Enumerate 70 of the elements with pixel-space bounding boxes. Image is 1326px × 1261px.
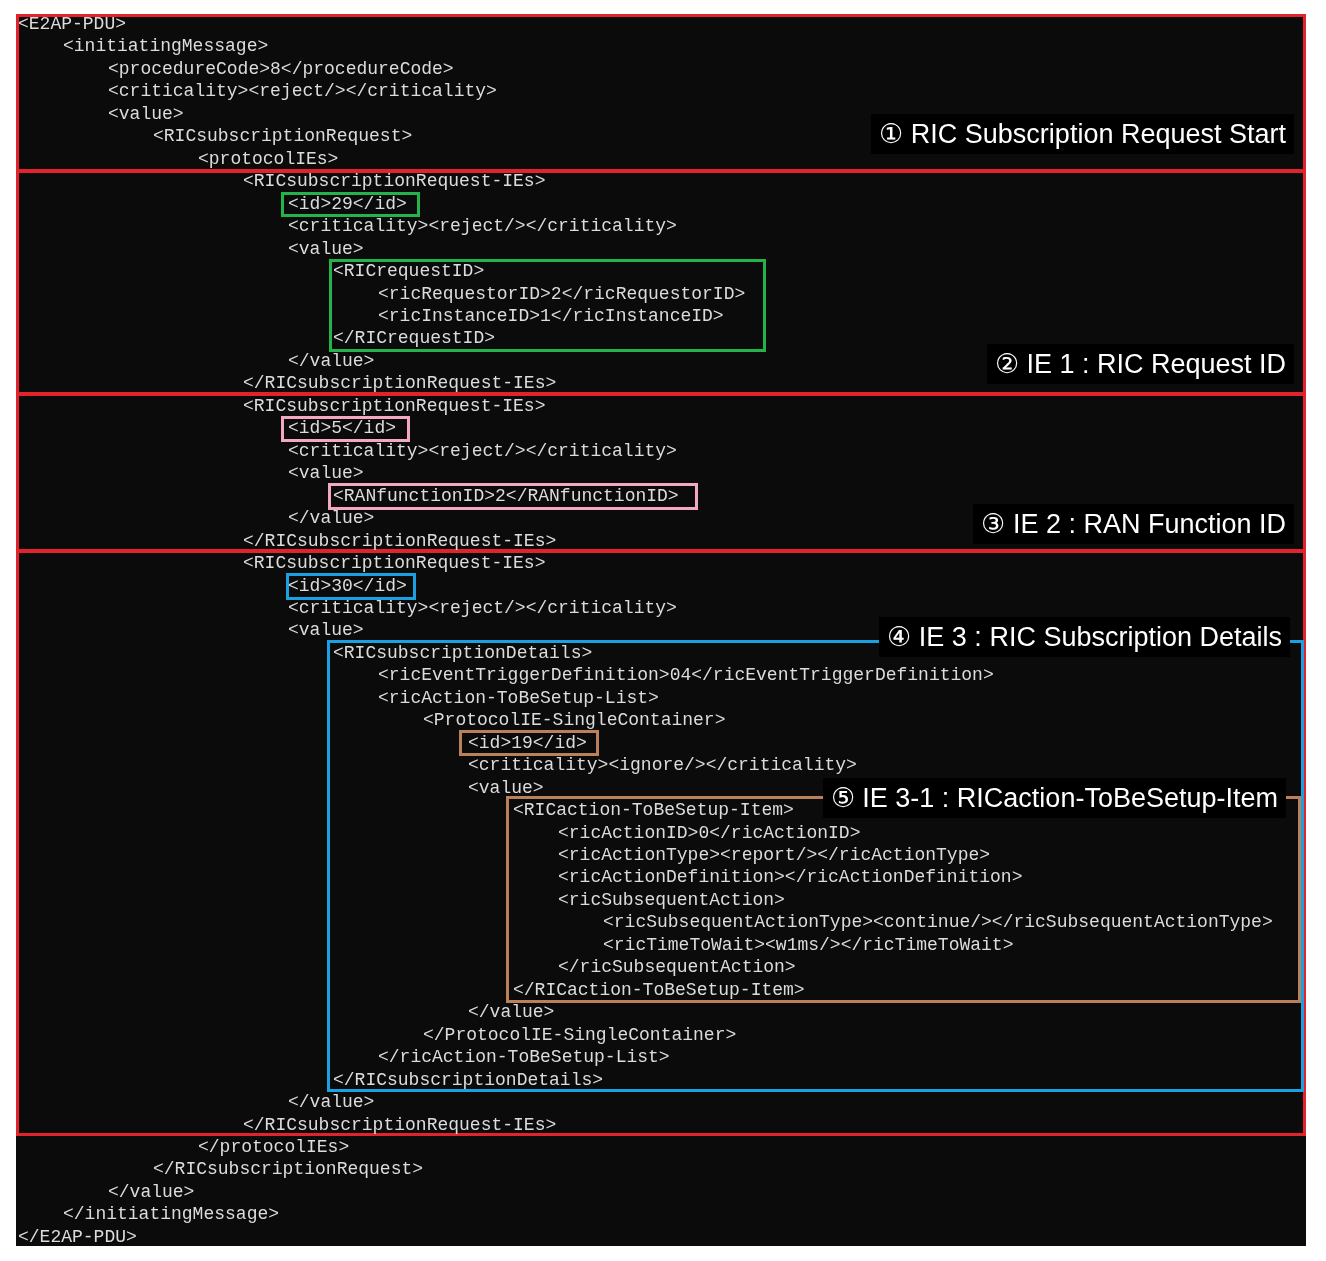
code-line: </RICsubscriptionRequest> — [153, 1158, 424, 1181]
code-line: </RICsubscriptionDetails> — [333, 1068, 604, 1091]
section-frame — [16, 393, 1306, 552]
code-line: <ricAction-ToBeSetup-List> — [378, 686, 659, 709]
highlight-frame — [329, 259, 766, 352]
code-line: <protocolIEs> — [198, 147, 339, 170]
code-line: <RICsubscriptionRequest-IEs> — [243, 552, 546, 575]
code-line: </RICrequestID> — [333, 327, 496, 350]
code-line: </RICsubscriptionRequest-IEs> — [243, 372, 557, 395]
code-line: <ricSubsequentAction> — [558, 888, 785, 911]
code-line: <RICsubscriptionRequest-IEs> — [243, 394, 546, 417]
code-line: <ProtocolIE-SingleContainer> — [423, 709, 726, 732]
code-line: </RICsubscriptionRequest-IEs> — [243, 529, 557, 552]
code-line: </value> — [288, 1091, 375, 1114]
code-line: <ricActionDefinition></ricActionDefinition> — [558, 866, 1023, 889]
code-line: </ricSubsequentAction> — [558, 956, 796, 979]
highlight-frame — [281, 416, 410, 442]
code-line: </value> — [108, 1180, 195, 1203]
annotation-label: ② IE 1 : RIC Request ID — [986, 344, 1294, 384]
code-line: <value> — [288, 237, 364, 260]
code-line: <RICaction-ToBeSetup-Item> — [513, 799, 794, 822]
code-line: <criticality><ignore/></criticality> — [468, 754, 857, 777]
code-line: <initiatingMessage> — [63, 35, 269, 58]
code-line: <criticality><reject/></criticality> — [288, 596, 677, 619]
code-line: <RICsubscriptionDetails> — [333, 641, 593, 664]
code-line: <id>29</id> — [288, 192, 407, 215]
section-frame — [16, 14, 1306, 172]
highlight-frame — [281, 192, 420, 217]
highlight-frame — [286, 573, 416, 600]
code-line: </ricAction-ToBeSetup-List> — [378, 1046, 670, 1069]
code-line: <criticality><reject/></criticality> — [288, 215, 677, 238]
code-line: <ricInstanceID>1</ricInstanceID> — [378, 304, 724, 327]
code-line: <criticality><reject/></criticality> — [288, 439, 677, 462]
code-line: <ricActionID>0</ricActionID> — [558, 821, 861, 844]
code-line: </initiatingMessage> — [63, 1203, 280, 1226]
code-line: <RICsubscriptionRequest-IEs> — [243, 170, 546, 193]
code-line: <id>5</id> — [288, 417, 397, 440]
section-frame — [16, 550, 1306, 1136]
code-line: </ProtocolIE-SingleContainer> — [423, 1023, 737, 1046]
code-line: <value> — [288, 462, 364, 485]
code-line: <RANfunctionID>2</RANfunctionID> — [333, 484, 679, 507]
code-line: <ricSubsequentActionType><continue/></ricSubsequentActionType> — [603, 911, 1273, 934]
code-line: </RICsubscriptionRequest-IEs> — [243, 1113, 557, 1136]
code-line: <ricTimeToWait><w1ms/></ricTimeToWait> — [603, 933, 1014, 956]
highlight-frame — [328, 483, 698, 510]
annotation-label: ⑤ IE 3-1 : RICaction-ToBeSetup-Item — [822, 778, 1286, 818]
code-line: <RICrequestID> — [333, 260, 485, 283]
annotation-label: ③ IE 2 : RAN Function ID — [973, 504, 1294, 544]
code-line: <E2AP-PDU> — [18, 13, 127, 35]
code-line: </value> — [288, 507, 375, 530]
code-line: </RICaction-ToBeSetup-Item> — [513, 978, 805, 1001]
code-line: <value> — [108, 102, 184, 125]
code-line: </E2AP-PDU> — [18, 1225, 137, 1248]
code-line: <value> — [288, 619, 364, 642]
code-line: </value> — [288, 349, 375, 372]
code-line: <ricActionType><report/></ricActionType> — [558, 844, 991, 866]
code-line: <RICsubscriptionRequest> — [153, 125, 413, 148]
section-frame — [16, 170, 1306, 395]
code-line: <procedureCode>8</procedureCode> — [108, 57, 454, 80]
code-line: <ricEventTriggerDefinition>04</ricEventTriggerDefinition> — [378, 664, 994, 687]
code-line: </value> — [468, 1001, 555, 1024]
highlight-frame — [459, 730, 599, 756]
annotation-label: ④ IE 3 : RIC Subscription Details — [879, 617, 1290, 657]
code-line: <id>30</id> — [288, 574, 407, 597]
code-line: <ricRequestorID>2</ricRequestorID> — [378, 282, 746, 305]
code-line: <id>19</id> — [468, 731, 587, 754]
code-line: </protocolIEs> — [198, 1136, 350, 1158]
code-line: <value> — [468, 776, 544, 799]
code-line: <criticality><reject/></criticality> — [108, 80, 497, 103]
annotation-label: ① RIC Subscription Request Start — [871, 114, 1294, 154]
